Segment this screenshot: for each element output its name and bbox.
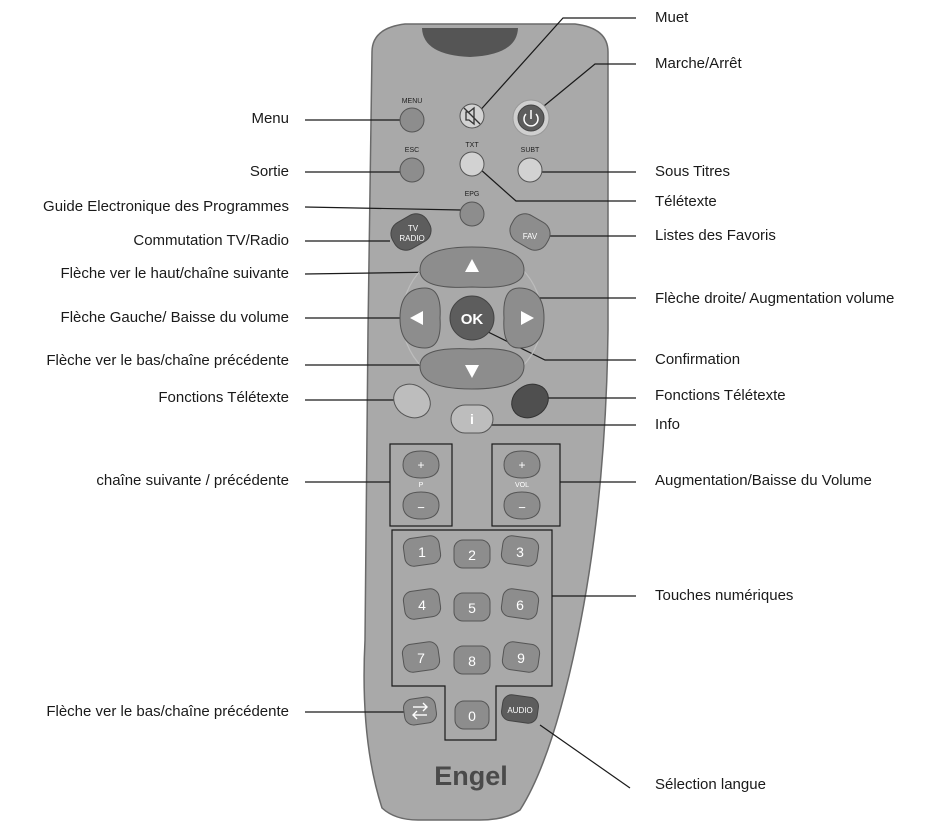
key-2-label: 2 bbox=[468, 547, 476, 563]
key-6[interactable] bbox=[500, 588, 540, 621]
key-5[interactable] bbox=[453, 592, 491, 622]
label-guide-electronique: Guide Electronique des Programmes bbox=[43, 198, 289, 215]
key-9-label: 9 bbox=[517, 650, 525, 666]
key-0-label: 0 bbox=[468, 708, 476, 724]
key-3-label: 3 bbox=[516, 544, 524, 560]
label-confirmation: Confirmation bbox=[655, 351, 741, 368]
epg-button[interactable] bbox=[459, 201, 485, 227]
label-menu: Menu bbox=[251, 110, 289, 127]
radio-caption: RADIO bbox=[399, 234, 424, 243]
label-listes-favoris: Listes des Favoris bbox=[655, 227, 776, 244]
fav-button[interactable] bbox=[505, 209, 555, 255]
label-fleche-droite: Flèche droite/ Augmentation volume bbox=[655, 290, 895, 307]
teletext-left-button[interactable] bbox=[388, 378, 437, 425]
ok-caption: OK bbox=[461, 311, 484, 328]
label-selection-langue: Sélection langue bbox=[655, 776, 766, 793]
volume-up-button[interactable] bbox=[503, 450, 541, 479]
menu-caption: MENU bbox=[402, 98, 423, 105]
key-9[interactable] bbox=[501, 641, 541, 674]
ok-button[interactable] bbox=[449, 295, 495, 341]
key-0[interactable] bbox=[454, 700, 490, 730]
epg-caption: EPG bbox=[465, 191, 480, 198]
numpad: 1 2 3 4 5 6 7 8 9 0 bbox=[401, 535, 541, 730]
label-chaine-suivante-precedente: chaîne suivante / précédente bbox=[96, 472, 289, 489]
label-commutation-tv-radio: Commutation TV/Radio bbox=[133, 232, 289, 249]
swap-arrows-icon bbox=[412, 702, 428, 720]
ir-window bbox=[422, 28, 518, 57]
audio-caption: AUDIO bbox=[507, 706, 532, 715]
subt-caption: SUBT bbox=[521, 147, 540, 154]
esc-caption: ESC bbox=[405, 147, 419, 154]
menu-button[interactable] bbox=[399, 107, 425, 133]
label-fleche-haut: Flèche ver le haut/chaîne suivante bbox=[60, 265, 289, 282]
callout-lines-right bbox=[475, 17, 636, 789]
volume-minus-caption: − bbox=[518, 500, 526, 515]
volume-down-button[interactable] bbox=[503, 491, 541, 520]
key-5-label: 5 bbox=[468, 600, 476, 616]
key-1-label: 1 bbox=[418, 544, 426, 560]
info-icon: i bbox=[470, 411, 474, 427]
key-2[interactable] bbox=[453, 539, 491, 569]
power-icon bbox=[523, 110, 539, 127]
label-augmentation-baisse-volume: Augmentation/Baisse du Volume bbox=[655, 472, 872, 489]
key-7-label: 7 bbox=[417, 650, 425, 666]
key-3[interactable] bbox=[500, 535, 540, 568]
vol-rocker-frame bbox=[491, 443, 561, 527]
key-7[interactable] bbox=[401, 641, 441, 674]
channel-minus-caption: − bbox=[417, 500, 425, 515]
label-fleche-gauche: Flèche Gauche/ Baisse du volume bbox=[60, 309, 289, 326]
arrow-left-icon bbox=[410, 311, 423, 325]
fav-caption: FAV bbox=[523, 232, 538, 241]
audio-button[interactable] bbox=[500, 694, 539, 725]
vol-caption: VOL bbox=[515, 482, 529, 489]
tv-radio-button[interactable] bbox=[386, 209, 436, 255]
subt-button[interactable] bbox=[517, 157, 543, 183]
key-4[interactable] bbox=[402, 588, 442, 621]
engel-logo: Engel bbox=[434, 761, 508, 791]
volume-plus-caption: + bbox=[518, 458, 525, 472]
label-sortie: Sortie bbox=[249, 163, 289, 180]
key-4-label: 4 bbox=[418, 597, 426, 613]
p-rocker-frame bbox=[389, 443, 453, 527]
label-fleche-bas-swap: Flèche ver le bas/chaîne précédente bbox=[46, 703, 289, 720]
label-info: Info bbox=[655, 416, 681, 433]
arrow-down-icon bbox=[465, 365, 479, 378]
label-fonctions-teletexte-left: Fonctions Télétexte bbox=[158, 389, 289, 406]
teletext-right-button[interactable] bbox=[506, 378, 555, 425]
channel-down-button[interactable] bbox=[402, 491, 440, 520]
key-8-label: 8 bbox=[468, 653, 476, 669]
label-sous-titres: Sous Titres bbox=[655, 163, 731, 180]
key-8[interactable] bbox=[453, 645, 491, 675]
swap-button[interactable] bbox=[402, 696, 437, 726]
arrow-up-icon bbox=[465, 259, 479, 272]
key-1[interactable] bbox=[402, 535, 442, 568]
channel-up-button[interactable] bbox=[402, 450, 440, 479]
numpad-frame bbox=[391, 529, 553, 741]
label-fleche-bas: Flèche ver le bas/chaîne précédente bbox=[46, 352, 289, 369]
label-muet: Muet bbox=[655, 9, 689, 26]
label-teletexte: Télétexte bbox=[655, 193, 717, 210]
tv-caption: TV bbox=[408, 224, 419, 233]
label-marche-arret: Marche/Arrêt bbox=[655, 55, 742, 72]
info-button[interactable] bbox=[450, 404, 494, 434]
p-caption: P bbox=[419, 482, 424, 489]
txt-caption: TXT bbox=[465, 142, 479, 149]
key-6-label: 6 bbox=[516, 597, 524, 613]
txt-button[interactable] bbox=[459, 151, 485, 177]
mute-icon bbox=[463, 106, 481, 126]
label-fonctions-teletexte-right: Fonctions Télétexte bbox=[655, 387, 786, 404]
arrow-right-icon bbox=[521, 311, 534, 325]
label-touches-numeriques: Touches numériques bbox=[655, 587, 794, 604]
channel-plus-caption: + bbox=[417, 458, 424, 472]
esc-button[interactable] bbox=[399, 157, 425, 183]
